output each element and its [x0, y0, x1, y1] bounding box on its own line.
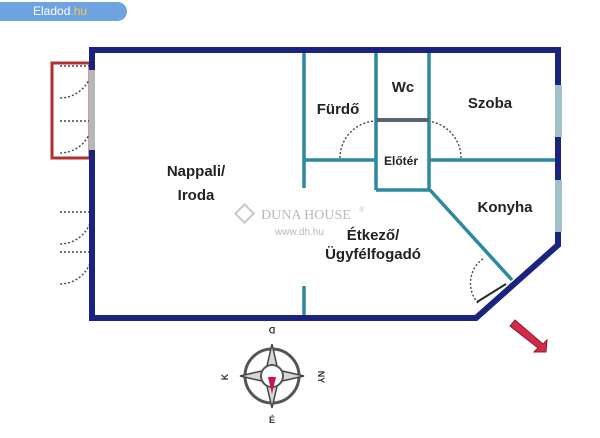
window-room [555, 85, 562, 137]
compass-west: K [220, 373, 230, 380]
compass: D É NY K [220, 325, 326, 425]
room-door [423, 120, 462, 159]
compass-south: É [269, 415, 275, 425]
watermark-url: www.dh.hu [274, 227, 324, 238]
site-badge[interactable]: Eladod.hu [0, 2, 127, 21]
outer-walls [89, 47, 561, 321]
room-label-bathroom: Fürdő [317, 101, 360, 118]
balcony-door-lower [59, 120, 93, 154]
windows [89, 70, 562, 232]
watermark-logo-icon [233, 202, 256, 225]
room-label-room: Szoba [468, 95, 513, 112]
bathroom-door [339, 120, 378, 159]
door-swings [59, 65, 485, 304]
site-badge-name: Eladod [33, 4, 71, 18]
kitchen-door [469, 257, 485, 304]
compass-needle-icon [268, 377, 276, 394]
wall-kitchen-diagonal [428, 188, 514, 282]
hall-doorframe [376, 118, 429, 122]
room-label-dining: Étkező/Ügyfélfogadó [325, 227, 421, 263]
window-balcony [89, 70, 95, 150]
inner-walls [302, 52, 556, 316]
watermark-brand: DUNA HOUSE [261, 208, 351, 223]
side-door-upper [59, 211, 93, 245]
site-badge-tld: .hu [70, 4, 88, 18]
watermark: DUNA HOUSE ® www.dh.hu [233, 202, 365, 238]
window-kitchen [555, 180, 562, 232]
balcony-frame [50, 61, 92, 160]
compass-north: D [268, 325, 275, 335]
room-label-wc: Wc [392, 79, 415, 96]
kitchen-door-leaf [476, 283, 507, 303]
watermark-mark: ® [359, 206, 365, 214]
compass-east: NY [316, 371, 326, 384]
side-door-lower [59, 251, 93, 285]
entrance-arrow-icon [509, 319, 548, 353]
room-label-kitchen: Konyha [477, 199, 533, 216]
room-label-hall: Előtér [384, 154, 418, 168]
room-label-living: Nappali/Iroda [167, 163, 226, 204]
balcony-door-upper [59, 65, 93, 99]
